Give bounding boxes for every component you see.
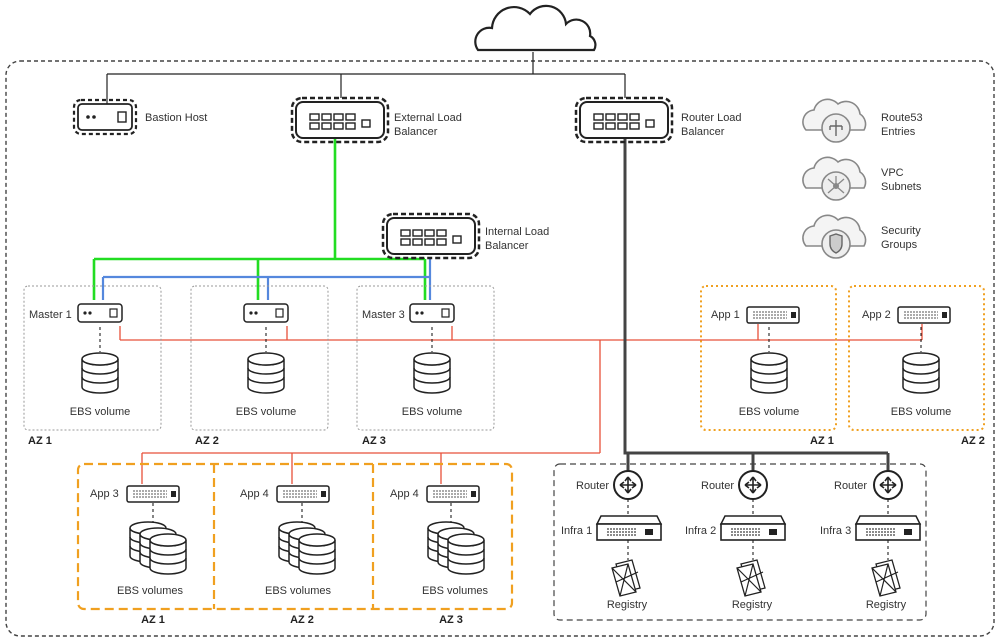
app-1-database-icon <box>750 352 788 394</box>
router-3-label: Router <box>834 480 867 492</box>
app-zone-right-2 <box>848 285 985 431</box>
router-lb-label-line1: Router Load <box>681 112 742 124</box>
vpc-icon <box>802 156 867 201</box>
app-4b-switch-icon <box>426 485 480 503</box>
internal-lb-label-line1: Internal Load <box>485 226 549 238</box>
app-4-label: App 4 <box>240 488 269 500</box>
internal-lb-label-line2: Balancer <box>485 240 529 252</box>
master-az-1: AZ 1 <box>28 435 52 447</box>
internal-load-balancer-icon <box>381 212 481 260</box>
infra-2-label: Infra 2 <box>685 525 716 537</box>
app-2-volume: EBS volume <box>891 406 952 418</box>
registry-3-label: Registry <box>866 599 907 611</box>
bastion-host-label: Bastion Host <box>145 112 207 124</box>
router-2-label: Router <box>701 480 734 492</box>
master-zone-3 <box>356 285 495 431</box>
infra-3-server-icon <box>855 515 921 541</box>
bottom-az-2: AZ 2 <box>290 614 314 626</box>
app-3-label: App 3 <box>90 488 119 500</box>
legend-vpc-line1: VPC <box>881 167 904 179</box>
right-az-2: AZ 2 <box>961 435 985 447</box>
app-zone-bottom <box>76 462 514 611</box>
registry-1-label: Registry <box>607 599 648 611</box>
registry-1-icon <box>611 559 641 597</box>
app-2-database-icon <box>902 352 940 394</box>
app-1-volume: EBS volume <box>739 406 800 418</box>
registry-2-icon <box>736 559 766 597</box>
router-lb-label-line2: Balancer <box>681 126 725 138</box>
app-4b-volumes: EBS volumes <box>422 585 489 597</box>
router-2-icon <box>738 470 768 500</box>
master-1-database-icon <box>81 352 119 394</box>
app-2-label: App 2 <box>862 309 891 321</box>
app-1-switch-icon <box>746 306 800 324</box>
route53-icon <box>802 98 867 143</box>
app-3-switch-icon <box>126 485 180 503</box>
master-3-database-icon <box>413 352 451 394</box>
master-3-volume: EBS volume <box>402 406 463 418</box>
internet-links <box>106 52 626 104</box>
legend-security-line1: Security <box>881 225 921 237</box>
bottom-az-1: AZ 1 <box>141 614 165 626</box>
app-4-volumes: EBS volumes <box>265 585 332 597</box>
bastion-host-icon <box>72 98 138 136</box>
router-1-icon <box>613 470 643 500</box>
registry-2-label: Registry <box>732 599 773 611</box>
blue-links <box>101 257 432 300</box>
infra-1-label: Infra 1 <box>561 525 592 537</box>
vpc-boundary <box>5 60 995 637</box>
green-links <box>92 138 427 300</box>
master-zone-1 <box>23 285 162 431</box>
app-3-volumes: EBS volumes <box>117 585 184 597</box>
app-4-switch-icon <box>276 485 330 503</box>
master-2-volume: EBS volume <box>236 406 297 418</box>
app-3-databases-icon <box>130 522 186 574</box>
external-load-balancer-icon <box>290 96 390 144</box>
router-3-icon <box>873 470 903 500</box>
external-lb-label-line1: External Load <box>394 112 462 124</box>
router-1-label: Router <box>576 480 609 492</box>
master-1-label: Master 1 <box>29 309 72 321</box>
master-3-server-icon <box>409 303 455 323</box>
app-1-label: App 1 <box>711 309 740 321</box>
bottom-az-3: AZ 3 <box>439 614 463 626</box>
right-az-1: AZ 1 <box>810 435 834 447</box>
app-4b-databases-icon <box>428 522 484 574</box>
cloud-icon <box>474 4 597 52</box>
app-2-switch-icon <box>897 306 951 324</box>
app-4-databases-icon <box>279 522 335 574</box>
master-1-volume: EBS volume <box>70 406 131 418</box>
legend-vpc-line2: Subnets <box>881 181 922 193</box>
external-lb-label-line2: Balancer <box>394 126 438 138</box>
infra-zone <box>553 463 927 621</box>
master-zone-2 <box>190 285 329 431</box>
router-links <box>623 138 890 476</box>
infra-3-label: Infra 3 <box>820 525 851 537</box>
master-az-2: AZ 2 <box>195 435 219 447</box>
infra-1-server-icon <box>596 515 662 541</box>
master-1-server-icon <box>77 303 123 323</box>
master-3-label: Master 3 <box>362 309 405 321</box>
master-2-server-icon <box>243 303 289 323</box>
router-load-balancer-icon <box>574 96 674 144</box>
master-2-database-icon <box>247 352 285 394</box>
red-links <box>119 324 923 484</box>
security-icon <box>802 214 867 259</box>
legend-security-line2: Groups <box>881 239 918 251</box>
master-az-3: AZ 3 <box>362 435 386 447</box>
infra-2-server-icon <box>720 515 786 541</box>
dashed-links <box>99 327 922 560</box>
legend-route53-line2: Entries <box>881 126 916 138</box>
app-4b-label: App 4 <box>390 488 419 500</box>
registry-3-icon <box>871 559 901 597</box>
app-zone-right-1 <box>700 285 837 431</box>
legend-route53-line1: Route53 <box>881 112 923 124</box>
